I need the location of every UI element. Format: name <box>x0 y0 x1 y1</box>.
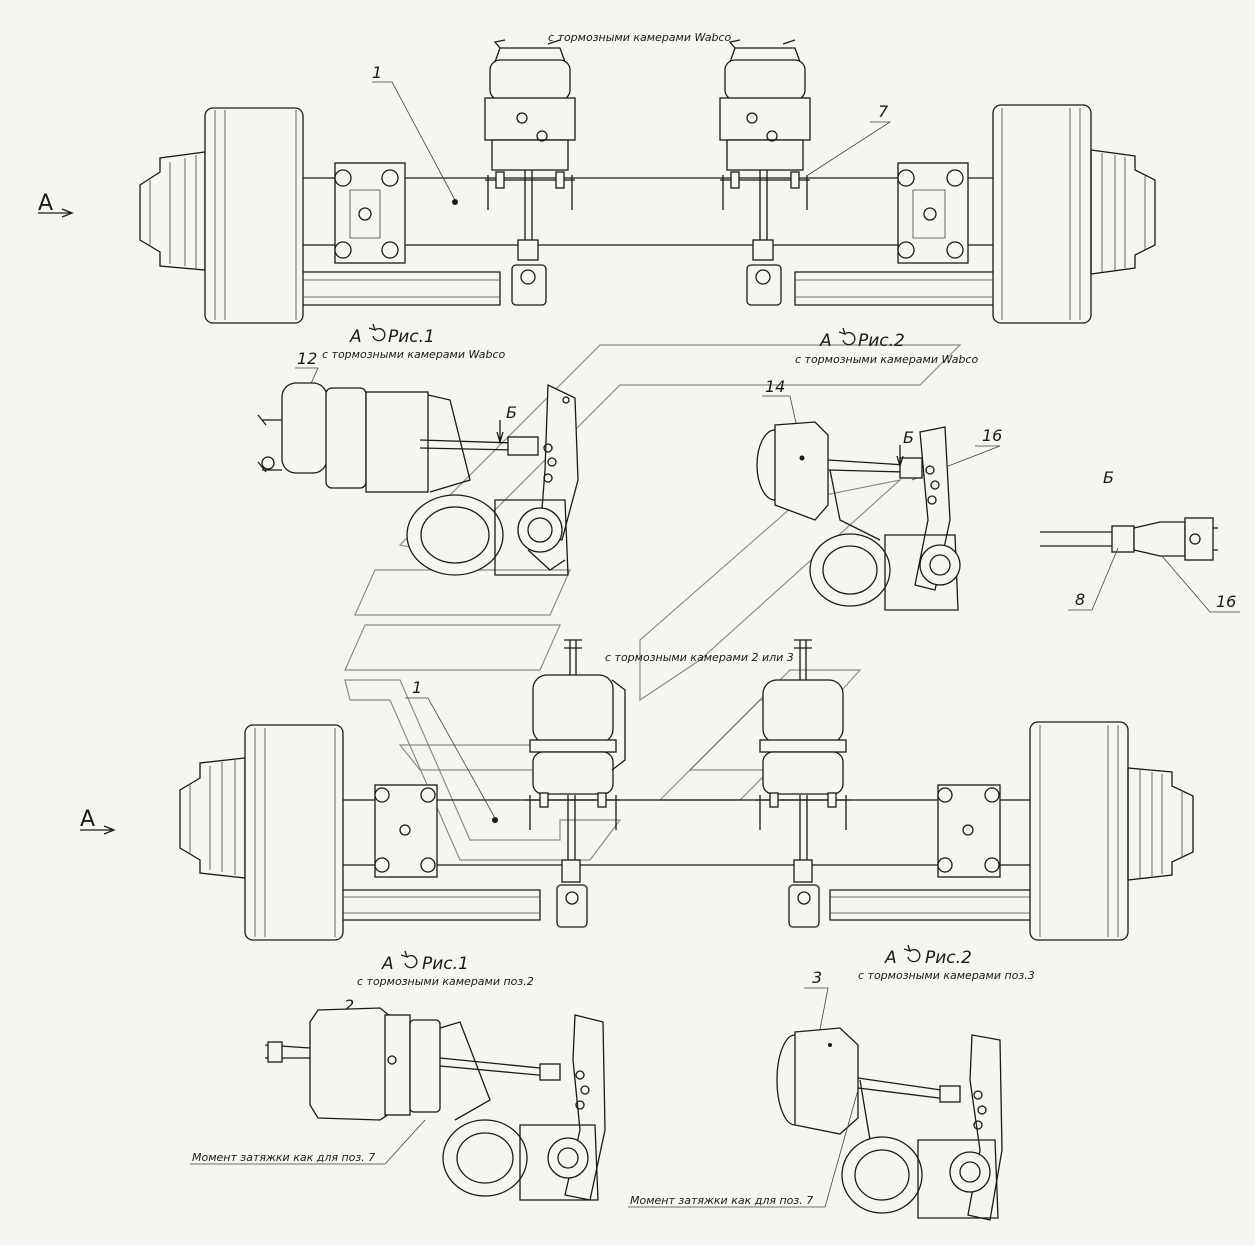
brake-chamber-top-right <box>719 39 811 306</box>
torque-note-1: Момент затяжки как для поз. 7 <box>192 1151 375 1164</box>
top-axle-assembly <box>139 39 1156 324</box>
spring-seat-right <box>897 162 969 264</box>
leader-pos7 <box>807 121 892 176</box>
callout-pos14: 14 <box>765 377 785 396</box>
view2b-letter: А <box>884 948 897 968</box>
view1b-caption: с тормозными камерами поз.2 <box>357 975 534 988</box>
view2b-figure: Рис.2 <box>925 948 972 968</box>
view-arrow-a-bottom-line <box>80 825 116 835</box>
view-arrow-a-bottom: А <box>80 807 95 832</box>
view2-caption: с тормозными камерами Wabco <box>795 353 979 366</box>
detail-b-label: Б <box>1103 468 1114 487</box>
view-arrow-a-top-line <box>38 208 74 218</box>
bottom-axle-assembly <box>179 639 1194 941</box>
view1-chamber-assembly: Б <box>257 382 579 576</box>
callout-pos1-top: 1 <box>372 63 382 82</box>
view2b-chamber-assembly <box>776 1027 1003 1221</box>
callout-pos2: 2 <box>344 996 354 1015</box>
brake-chamber-bottom-left <box>525 639 626 928</box>
view1b-figure: Рис.1 <box>422 954 469 974</box>
view2-figure: Рис.2 <box>858 331 905 351</box>
rotation-arrow-icon <box>400 950 418 969</box>
leader-pos1-top <box>372 81 456 201</box>
callout-pos8: 8 <box>1075 590 1085 609</box>
callout-pos3: 3 <box>812 968 822 987</box>
callout-pos7: 7 <box>878 102 889 121</box>
torque-note-2: Момент затяжки как для поз. 7 <box>630 1194 813 1207</box>
brake-chamber-top-left <box>484 39 576 306</box>
rotation-arrow-icon <box>838 327 856 346</box>
callout-pos1-bottom: 1 <box>412 678 422 697</box>
leader-torque-1 <box>190 1119 426 1165</box>
callout-pos16b: 16 <box>1216 592 1236 611</box>
callout-pos16: 16 <box>982 426 1002 445</box>
leader-pos3 <box>804 987 829 1041</box>
leader-torque-2 <box>628 1089 859 1208</box>
b-mark-view1: Б <box>506 403 517 422</box>
leader-pos16b <box>1161 555 1240 613</box>
view1-caption: с тормозными камерами Wabco <box>322 348 506 361</box>
spring-seat-left <box>334 162 406 264</box>
view1b-letter: А <box>381 954 394 974</box>
view-arrow-a-top: А <box>38 191 53 216</box>
rotation-arrow-icon <box>903 944 921 963</box>
view1-figure: Рис.1 <box>388 327 435 347</box>
view2-letter: А <box>819 331 832 351</box>
rotation-arrow-icon <box>368 323 386 342</box>
spring-seat-bottom-right <box>937 784 1001 878</box>
bottom-assembly-caption: с тормозными камерами 2 или 3 <box>605 651 794 664</box>
view2-chamber-assembly: Б <box>756 421 961 611</box>
leader-pos8 <box>1068 547 1119 611</box>
view1-letter: А <box>349 327 362 347</box>
leader-pos1-bottom <box>405 697 496 819</box>
brake-chamber-bottom-right <box>755 639 850 928</box>
callout-pos12: 12 <box>297 349 317 368</box>
detail-b-clevis <box>1040 517 1218 561</box>
view2b-caption: с тормозными камерами поз.3 <box>858 969 1035 982</box>
view1b-chamber-assembly <box>264 1007 606 1201</box>
spring-seat-bottom-left <box>374 784 438 878</box>
top-assembly-caption: с тормозными камерами Wabco <box>548 31 732 44</box>
b-mark-view2: Б <box>903 428 914 447</box>
